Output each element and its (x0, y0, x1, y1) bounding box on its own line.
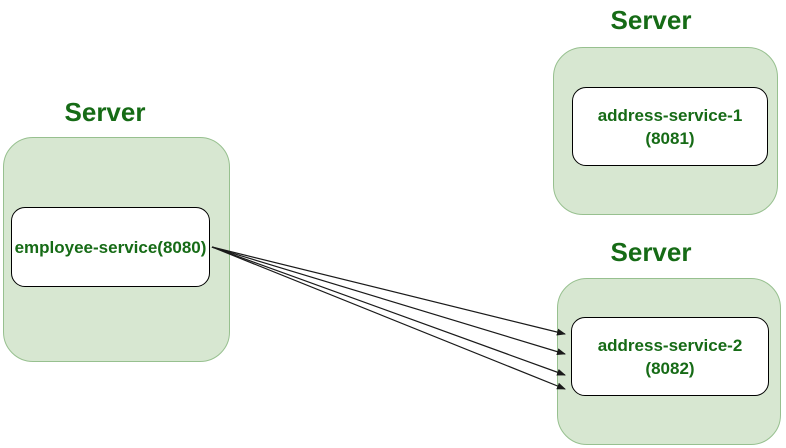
service-label-line1: address-service-2 (597, 335, 743, 355)
server-title-left: Server (64, 97, 146, 127)
connection-arrow-4 (211, 246, 566, 390)
server-title-top-right: Server (610, 5, 692, 35)
service-node-address-service-2: address-service-2 (8082) (571, 317, 769, 396)
connection-arrow-3 (211, 246, 566, 376)
connection-arrow-1 (211, 246, 566, 336)
service-node-address-service-1: address-service-1 (8081) (572, 87, 768, 166)
server-title-bottom-right: Server (610, 237, 692, 267)
service-label-line2: (8081) (645, 128, 695, 148)
connection-arrow-2 (211, 246, 566, 356)
service-label-line2: (8082) (645, 358, 695, 378)
service-label-line1: employee-service(8080) (14, 237, 207, 257)
service-label-line1: address-service-1 (597, 105, 743, 125)
service-node-employee-service: employee-service(8080) (11, 207, 210, 287)
